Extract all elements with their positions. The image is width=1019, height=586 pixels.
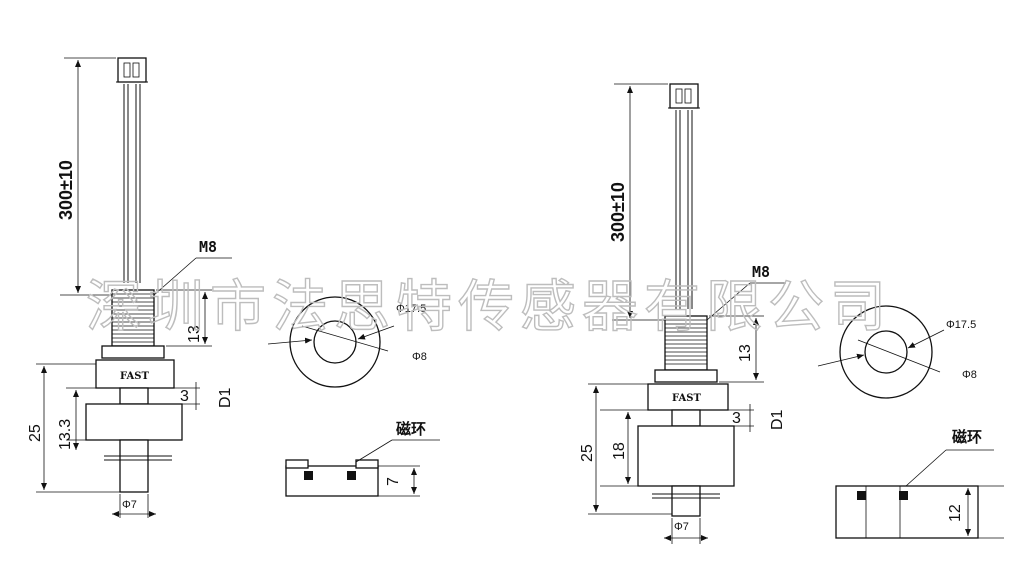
left-brand: FAST [120,371,149,382]
left-stem [119,439,149,493]
right-float-position: 18 [611,442,628,460]
right-head [647,383,729,411]
left-thread-label: M8 [199,238,217,256]
left-float [85,403,183,441]
left-magnet-label: 磁环 [396,420,426,438]
left-nut [101,345,165,359]
right-connector [668,83,700,109]
right-stem [671,485,701,517]
right-ring-inner: Φ8 [962,369,977,381]
right-magnet-section: 12 磁环 [835,428,1004,539]
left-thread-length: 13 [186,325,203,343]
left-sensor-drawing: FAST 300±10 M8 13 3 D1 25 [27,57,234,518]
left-d1-label: D1 [217,387,234,408]
right-brand: FAST [672,393,701,404]
left-magnet-height: 7 [385,477,402,486]
right-d1-offset: 3 [732,410,741,427]
right-cable [675,110,693,309]
right-ring-outer: Φ17.5 [946,319,976,331]
right-float [637,425,735,487]
left-ring-inner: Φ8 [412,351,427,363]
left-cable-length: 300±10 [56,160,76,220]
company-watermark: 深圳市法思特传感器有限公司 [86,275,892,340]
right-sensor-drawing: FAST 300±10 M8 13 3 D1 25 [579,83,786,544]
left-stem-diameter: Φ7 [122,499,137,511]
left-connector [116,57,148,83]
right-thread [664,315,708,371]
right-thread-length: 13 [737,344,754,362]
right-magnet-label: 磁环 [952,428,982,446]
left-ring-view: Φ17.5 Φ8 [267,296,427,388]
left-ring-outer: Φ17.5 [396,303,426,315]
left-cable [123,84,141,283]
left-float-position: 13.3 [57,419,74,450]
right-d1-label: D1 [769,409,786,430]
right-total-length: 25 [579,444,596,462]
right-nut [654,369,718,383]
right-thread-label: M8 [752,263,770,281]
right-cable-length: 300±10 [608,182,628,242]
right-ring-view: Φ17.5 Φ8 [817,305,977,399]
left-d1-offset: 3 [180,388,189,405]
left-thread [111,289,155,347]
right-magnet-height: 12 [947,504,964,522]
left-magnet-section: 7 磁环 [285,420,440,497]
left-total-length: 25 [27,424,44,442]
right-stem-diameter: Φ7 [674,521,689,533]
